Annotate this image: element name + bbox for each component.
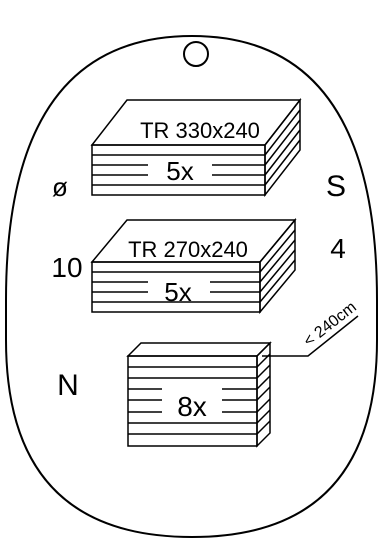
right-marker-four: 4 [330, 233, 346, 264]
stack-top-side-face [264, 97, 301, 198]
stack-top-label: TR 330x240 [140, 118, 260, 143]
left-marker-diameter: ø [52, 172, 68, 202]
stack-top-count: 5x [166, 156, 193, 186]
left-marker-ten: 10 [51, 252, 82, 283]
stack-middle-count: 5x [164, 277, 191, 307]
length-callout-text: < 240cm [301, 299, 360, 350]
length-callout-leader [262, 315, 359, 357]
hanging-hole [183, 41, 209, 67]
stack-middle [90, 217, 297, 315]
left-marker-n: N [57, 369, 79, 402]
stack-bottom-side-face [256, 341, 271, 448]
stack-bottom-top-face [126, 342, 272, 357]
right-marker-s: S [326, 170, 346, 203]
stack-bottom-count: 8x [177, 391, 207, 422]
stack-middle-label: TR 270x240 [128, 237, 248, 262]
stack-top [90, 97, 302, 198]
tag-outline [5, 34, 378, 539]
stack-middle-side-face [259, 217, 296, 315]
